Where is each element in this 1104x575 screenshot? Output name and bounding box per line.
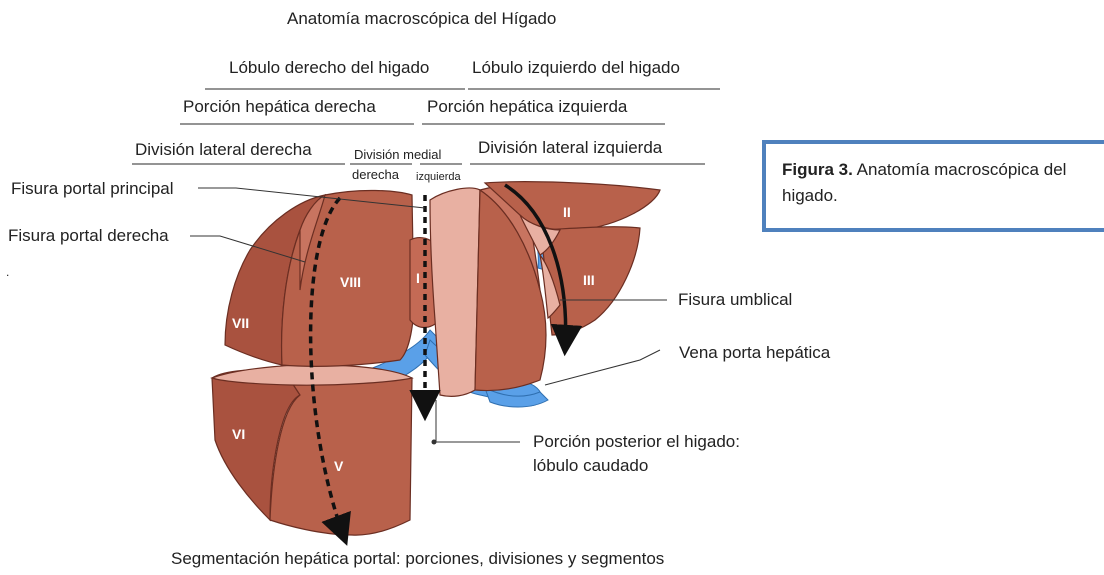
label-caudate-lobe: lóbulo caudado (533, 456, 648, 476)
segment-viii: VIII (340, 272, 361, 292)
segment-ii: II (563, 202, 571, 222)
segment-vi: VI (232, 424, 245, 444)
label-medial-left: izquierda (416, 170, 461, 185)
figure-caption-box: Figura 3. Anatomía macroscópica del higa… (762, 140, 1104, 232)
segment-v: V (334, 456, 343, 476)
leader-dot (432, 440, 437, 445)
right-upper-lobe (225, 190, 414, 366)
label-medial-division: División medial (354, 147, 441, 162)
label-medial-right: derecha (352, 167, 399, 182)
diagram-title: Anatomía macroscópica del Hígado (287, 9, 556, 29)
label-main-portal-fissure: Fisura portal principal (11, 179, 174, 199)
figure-caption: Figura 3. Anatomía macroscópica del higa… (782, 157, 1104, 209)
caption-text-2: higado. (782, 186, 838, 205)
segment-iii: III (583, 270, 595, 290)
label-umbilical-fissure: Fisura umblical (678, 290, 792, 310)
segment-vii: VII (232, 313, 249, 333)
label-right-portion: Porción hepática derecha (183, 97, 376, 117)
stray-dot: . (6, 262, 9, 282)
label-left-lateral-division: División lateral izquierda (478, 138, 662, 158)
caption-figure-number: Figura 3. (782, 160, 853, 179)
label-left-portion: Porción hepática izquierda (427, 97, 627, 117)
label-left-lobe: Lóbulo izquierdo del higado (472, 58, 680, 78)
segment-caudate: I (416, 268, 420, 288)
caption-text: Anatomía macroscópica del (857, 160, 1067, 179)
label-right-lateral-division: División lateral derecha (135, 140, 312, 160)
label-right-lobe: Lóbulo derecho del higado (229, 58, 429, 78)
label-posterior-portion: Porción posterior el higado: (533, 432, 740, 452)
diagram-footer: Segmentación hepática portal: porciones,… (171, 549, 664, 569)
label-right-portal-fissure: Fisura portal derecha (8, 226, 169, 246)
label-portal-vein: Vena porta hepática (679, 343, 830, 363)
